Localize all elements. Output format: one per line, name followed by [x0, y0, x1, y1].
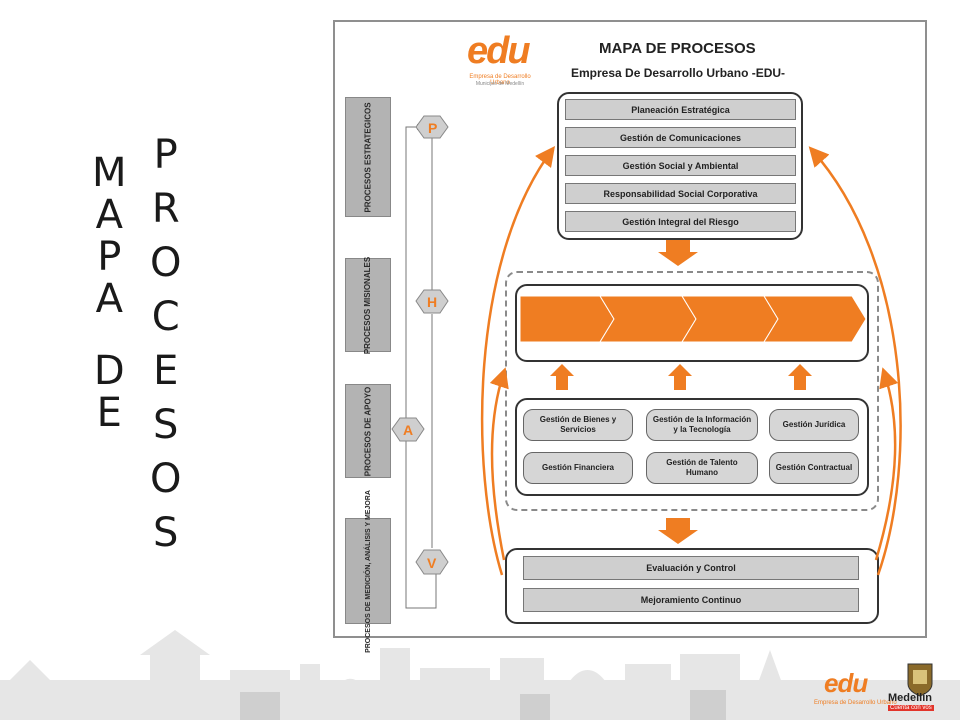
side-label-apoyo: PROCESOS DE APOYO — [345, 384, 391, 478]
title-letter: O — [150, 240, 182, 286]
title-letter: M — [92, 150, 127, 196]
edu-logo-caption: Empresa de Desarrollo Urbano — [469, 74, 531, 86]
title-mapa-de: M A P A D E — [92, 152, 127, 434]
strategic-item: Planeación Estratégica — [565, 99, 796, 120]
apoyo-item: Gestión Jurídica — [769, 409, 859, 441]
apoyo-item: Gestión Contractual — [769, 452, 859, 484]
apoyo-item: Gestión de la Información y la Tecnologí… — [646, 409, 758, 441]
title-letter: S — [153, 510, 179, 556]
title-letter: P — [97, 234, 122, 280]
misional-item: Gestión Inmobiliaria y Comercial — [532, 306, 588, 336]
strategic-item: Gestión Integral del Riesgo — [565, 211, 796, 232]
title-letter: R — [151, 186, 180, 232]
title-letter: C — [151, 294, 180, 340]
title-letter: P — [153, 132, 178, 178]
strategic-item: Gestión de Comunicaciones — [565, 127, 796, 148]
title-letter: A — [95, 276, 123, 322]
misional-item: Gestión de Diseño e Innovación — [790, 306, 836, 336]
side-label-estrategicos: PROCESOS ESTRATEGICOS — [345, 97, 391, 217]
title-letter: S — [153, 402, 179, 448]
misional-item: Gestión de Proyectos — [619, 311, 663, 331]
strategic-item: Gestión Social y Ambiental — [565, 155, 796, 176]
apoyo-item: Gestión Financiera — [523, 452, 633, 484]
medicion-item: Mejoramiento Continuo — [523, 588, 859, 612]
title-letter: O — [150, 456, 182, 502]
diagram-title: MAPA DE PROCESOS — [599, 40, 756, 57]
diagram-subtitle: Empresa De Desarrollo Urbano -EDU- — [571, 66, 786, 80]
process-map-frame: edu Empresa de Desarrollo Urbano Municip… — [333, 20, 927, 652]
edu-logo-caption2: Municipio de Medellín — [475, 81, 525, 87]
strategic-item: Responsabilidad Social Corporativa — [565, 183, 796, 204]
title-letter: E — [153, 348, 179, 394]
title-procesos: P R O C E S O S — [150, 128, 181, 560]
misional-item: Proyectos Especiales — [704, 311, 748, 331]
title-letter: A — [95, 192, 123, 238]
title-letter: E — [96, 390, 122, 436]
footer-medellin-slogan: Cuenta con vos — [888, 705, 934, 711]
side-label-misionales: PROCESOS MISIONALES — [345, 256, 391, 354]
footer-medellin-logo: Medellín — [888, 692, 933, 704]
cityscape-illustration — [0, 630, 960, 720]
edu-logo: edu — [467, 30, 531, 72]
apoyo-item: Gestión de Bienes y Servicios — [523, 409, 633, 441]
apoyo-item: Gestión de Talento Humano — [646, 452, 758, 484]
cityscape-dark — [240, 690, 726, 720]
footer-edu-logo: edu — [824, 668, 868, 698]
title-letter: D — [93, 348, 125, 394]
medicion-item: Evaluación y Control — [523, 556, 859, 580]
footer-edu-caption: Empresa de Desarrollo Urbano — [814, 700, 897, 706]
side-label-medicion: PROCESOS DE MEDICIÓN, ANÁLISIS Y MEJORA — [345, 490, 391, 652]
